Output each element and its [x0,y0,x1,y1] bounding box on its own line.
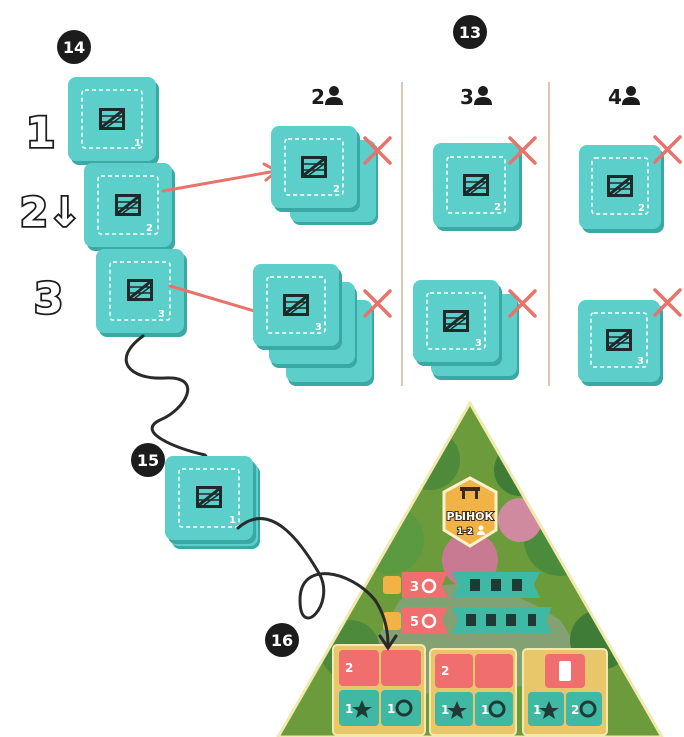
board-slot-a: 2 1 1 [332,644,426,736]
svg-text:13: 13 [459,23,481,42]
cross-icon [653,288,682,317]
tile-4p-row2: 2 [579,145,664,233]
market-tile-stack-15: 1 [165,456,260,549]
header-3-players: 3 [460,85,492,109]
tile-2p-row2: 2 [271,126,378,225]
person-icon [474,86,492,105]
table-icon [460,487,480,499]
market-tile-stack-3: 3 [96,249,187,337]
svg-text:РЫНОК: РЫНОК [446,510,493,523]
tile-3p-row2: 2 [433,143,522,231]
badge-15: 15 [131,443,165,477]
cross-icon [653,135,682,164]
loop-arrow-to-board [236,517,398,651]
svg-text:14: 14 [63,38,85,57]
svg-text:3: 3 [475,338,482,349]
row-label-3: 3 [34,274,63,323]
svg-text:1: 1 [229,515,236,526]
svg-text:16: 16 [271,631,293,650]
svg-text:2: 2 [571,703,579,717]
header-4-players: 4 [608,85,640,109]
market-emblem: РЫНОК 1-2 [442,476,498,548]
row-label-2: 2↓ [20,190,81,236]
svg-text:1: 1 [134,138,141,149]
market-tile-stack-2: 2 [84,163,175,251]
svg-text:2: 2 [311,85,325,109]
tile-2p-row3: 3 [253,264,374,386]
jar-icon [559,661,571,681]
svg-text:3: 3 [460,85,474,109]
star-icon [447,701,467,719]
row-label-1: 1 [26,108,55,157]
person-icon [325,86,343,105]
svg-text:2: 2 [345,661,353,675]
board-slot-c: 1 2 [522,648,608,736]
svg-text:3: 3 [410,580,419,595]
person-icon [622,86,640,105]
svg-text:3: 3 [315,322,322,333]
svg-text:1-2: 1-2 [457,527,473,537]
board-row-2: 5 [383,607,552,633]
tile-3p-row3: 3 [413,280,519,380]
svg-text:5: 5 [410,615,419,630]
svg-text:2: 2 [494,202,501,213]
board-slot-b: 2 1 1 [429,648,517,736]
star-icon [539,701,559,719]
cross-icon [363,289,392,318]
svg-text:3: 3 [637,356,644,367]
svg-text:2: 2 [146,223,153,234]
svg-text:1: 1 [441,703,449,717]
svg-text:15: 15 [137,451,159,470]
coin-icon [395,699,413,717]
arrow-row2 [161,162,280,193]
svg-text:2: 2 [441,664,449,678]
svg-text:1: 1 [533,703,541,717]
svg-text:3: 3 [158,309,165,320]
board-row-1: 3 [383,572,540,598]
svg-text:4: 4 [608,85,622,109]
cross-icon [363,136,392,165]
coin-icon [579,700,597,718]
svg-text:1: 1 [345,702,353,716]
svg-text:1: 1 [387,702,395,716]
coin-icon [488,700,506,718]
svg-text:1: 1 [481,703,489,717]
badge-14: 14 [57,30,91,64]
svg-text:2: 2 [638,203,645,214]
tile-4p-row3: 3 [578,300,663,386]
person-icon [477,525,485,535]
header-2-players: 2 [311,85,343,109]
badge-16: 16 [265,623,299,657]
cross-icon [508,289,537,318]
badge-13: 13 [453,15,487,49]
market-tile-stack-1: 1 [68,77,159,165]
star-icon [352,700,372,718]
cross-icon [508,136,537,165]
svg-text:2: 2 [333,184,340,195]
